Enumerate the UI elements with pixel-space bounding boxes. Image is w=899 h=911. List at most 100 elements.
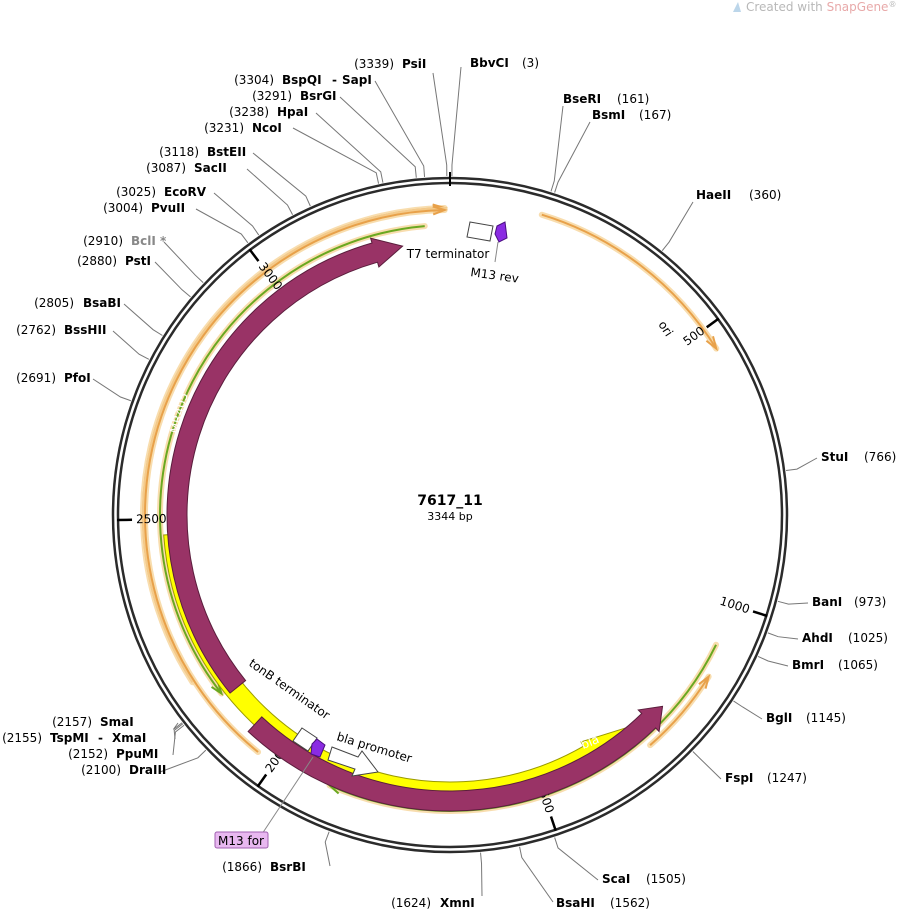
orf-top-right	[541, 213, 718, 350]
svg-text:AhdI: AhdI	[802, 631, 833, 645]
site-bsabi[interactable]: (2805)BsaBI	[34, 296, 121, 310]
site-bcli[interactable]: (2910)BclI *	[83, 234, 167, 248]
feature-mr405[interactable]: MR405	[166, 237, 404, 694]
site-ncoi[interactable]: (3231) NcoI	[204, 121, 282, 135]
site-bsahi[interactable]: BsaHI(1562)	[556, 896, 650, 910]
orf-left-inner	[159, 225, 425, 695]
leader-pfoi	[92, 378, 132, 402]
site-bgli[interactable]: BglI(1145)	[766, 711, 846, 725]
svg-text:(2910): (2910)	[83, 234, 123, 248]
leader-bspqi	[374, 80, 426, 177]
leader-hpai	[315, 112, 384, 183]
site-bbvci[interactable]: BbvCI(3)	[470, 56, 539, 70]
svg-text:(1247): (1247)	[767, 771, 807, 785]
svg-text:PsiI: PsiI	[402, 57, 426, 71]
orf-right-lower-head	[698, 674, 711, 689]
svg-text:(3004): (3004)	[103, 201, 143, 215]
watermark-brand: SnapGene	[827, 0, 889, 14]
site-bspqi-sapi[interactable]: (3304)BspQI-SapI	[234, 73, 372, 87]
leader-bsahi	[519, 846, 554, 903]
site-bsrgi[interactable]: (3291)BsrGI	[252, 89, 336, 103]
site-bsshii[interactable]: (2762)BssHII	[16, 323, 106, 337]
svg-text:HpaI: HpaI	[277, 105, 308, 119]
svg-text:BsmI: BsmI	[592, 108, 625, 122]
site-sacii[interactable]: (3087)SacII	[146, 161, 227, 175]
svg-text:-: -	[332, 73, 337, 87]
feature-t7-terminator-label: T7 terminator	[406, 247, 490, 261]
leader-bsshii	[112, 330, 150, 360]
svg-text:BmrI: BmrI	[792, 658, 824, 672]
feature-t7-terminator[interactable]: T7 terminator	[406, 221, 494, 261]
svg-text:SacII: SacII	[194, 161, 227, 175]
svg-text:(3304): (3304)	[234, 73, 274, 87]
leader-bbvci	[451, 66, 462, 177]
orf-left-long-head	[432, 205, 448, 216]
site-smai[interactable]: (2157)SmaI	[52, 715, 134, 729]
site-bani[interactable]: BanI(973)	[812, 595, 886, 609]
site-psti[interactable]: (2880)PstI	[77, 254, 151, 268]
svg-text:(2880): (2880)	[77, 254, 117, 268]
site-stui[interactable]: StuI(766)	[821, 450, 896, 464]
tick-label-1000: 1000	[718, 594, 751, 617]
site-xmni[interactable]: (1624)XmnI	[391, 896, 475, 910]
plasmid-length: 3344 bp	[427, 510, 472, 523]
leader-bseri	[550, 105, 564, 192]
feature-bla[interactable]: bla	[247, 705, 664, 812]
primer-m13-rev[interactable]: M13 rev	[470, 221, 520, 286]
site-pvuii[interactable]: (3004)PvuII	[103, 201, 185, 215]
leader-stui	[786, 457, 818, 472]
svg-text:PfoI: PfoI	[64, 371, 91, 385]
feature-ori-label: ori	[656, 318, 676, 339]
site-tspmi-xmai[interactable]: (2155)TspMI-XmaI	[2, 731, 146, 745]
svg-text:(2100): (2100)	[81, 763, 121, 777]
site-pfoi[interactable]: (2691) PfoI	[16, 371, 91, 385]
site-fspi[interactable]: FspI(1247)	[725, 771, 807, 785]
primer-m13-for-label: M13 for	[218, 834, 264, 848]
feature-ori[interactable]: ori	[163, 318, 676, 803]
svg-text:NcoI: NcoI	[252, 121, 282, 135]
svg-text:BanI: BanI	[812, 595, 842, 609]
leader-pvuii	[195, 208, 249, 244]
leader-ppumi	[172, 724, 185, 756]
svg-text:EcoRV: EcoRV	[164, 185, 207, 199]
leader-psti	[154, 261, 191, 298]
primer-m13-for[interactable]: M13 for	[214, 738, 326, 849]
site-bsrbi[interactable]: (1866)BsrBI	[222, 860, 306, 874]
svg-text:(2691): (2691)	[16, 371, 56, 385]
watermark-prefix: Created with	[746, 0, 827, 14]
site-hpai[interactable]: (3238)HpaI	[229, 105, 308, 119]
svg-text:(1624): (1624)	[391, 896, 431, 910]
site-psii[interactable]: (3339)PsiI	[354, 57, 426, 71]
svg-text:(3025): (3025)	[116, 185, 156, 199]
svg-text:HaeII: HaeII	[696, 188, 731, 202]
site-ecorv[interactable]: (3025) EcoRV	[116, 185, 207, 199]
svg-text:(3231): (3231)	[204, 121, 244, 135]
tick-1000	[752, 610, 768, 618]
site-bmri[interactable]: BmrI (1065)	[792, 658, 878, 672]
svg-text:BglI: BglI	[766, 711, 792, 725]
site-ppumi[interactable]: (2152)PpuMI	[68, 747, 158, 761]
site-scai[interactable]: ScaI(1505)	[602, 872, 686, 886]
site-draiii[interactable]: (2100) DraIII	[81, 763, 166, 777]
site-bsmi[interactable]: BsmI (167)	[592, 108, 671, 122]
svg-text:(3291): (3291)	[252, 89, 292, 103]
svg-text:ScaI: ScaI	[602, 872, 630, 886]
svg-text:(1065): (1065)	[838, 658, 878, 672]
site-bseri[interactable]: BseRI(161)	[563, 92, 649, 106]
leader-bsteii	[252, 152, 311, 207]
site-bsteii[interactable]: (3118)BstEII	[159, 145, 246, 159]
svg-text:(167): (167)	[639, 108, 671, 122]
svg-text:DraIII: DraIII	[129, 763, 166, 777]
leader-xmni	[480, 852, 483, 897]
tick-2000	[256, 773, 268, 788]
leader-psii	[432, 72, 448, 177]
leader-draiii	[159, 749, 207, 773]
site-haeii[interactable]: HaeII(360)	[696, 188, 781, 202]
snapgene-logo-icon	[733, 2, 741, 12]
svg-text:(3118): (3118)	[159, 145, 199, 159]
leader-bsabi	[123, 303, 163, 336]
tick-3000	[248, 248, 260, 262]
site-ahdi[interactable]: AhdI(1025)	[802, 631, 888, 645]
